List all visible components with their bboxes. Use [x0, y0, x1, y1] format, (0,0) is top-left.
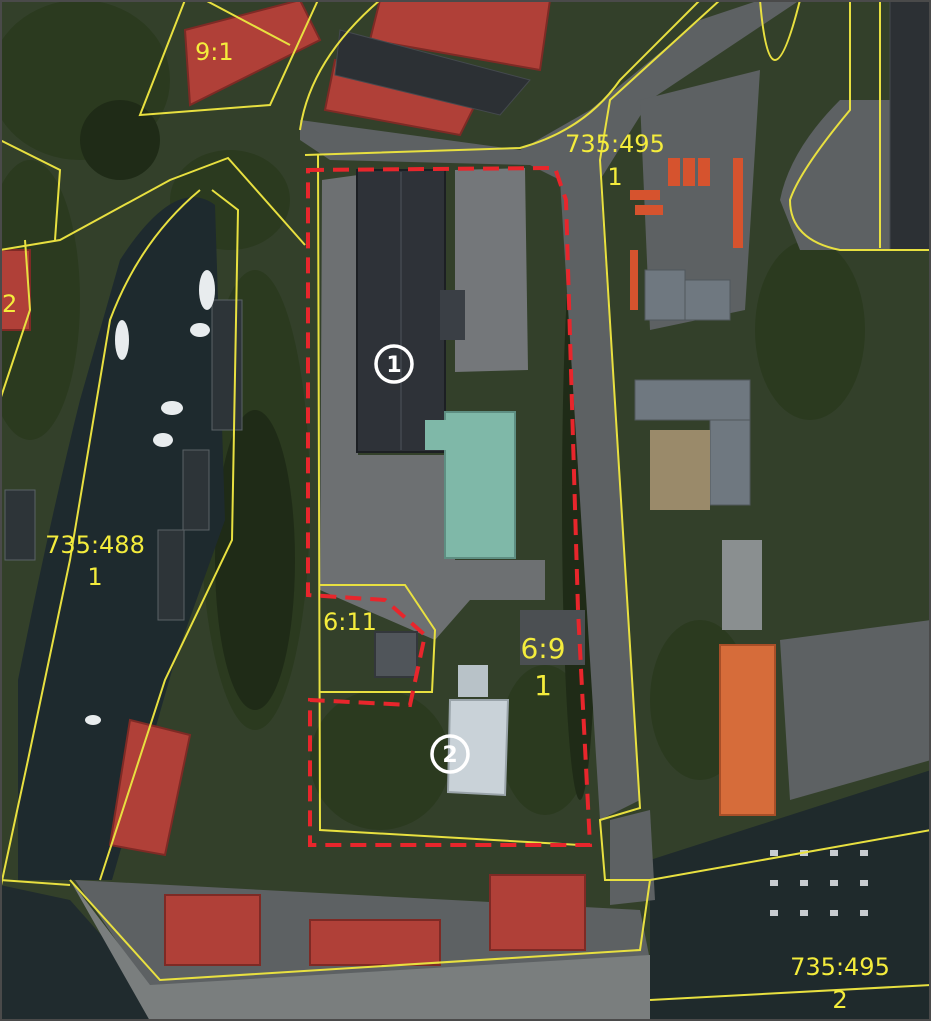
- parking-lot: [455, 168, 528, 372]
- teal-building: [444, 411, 516, 559]
- parcel-edge-left-label: 2: [2, 290, 17, 318]
- courtyard-paving: [320, 175, 545, 640]
- parcel-735-495-2-id: 735:495: [790, 953, 890, 981]
- canal-water: [18, 197, 225, 880]
- house-6-11: [374, 631, 418, 678]
- marker-2-label: 2: [442, 743, 457, 768]
- parcel-735-495-1-id: 735:495: [565, 130, 665, 158]
- parcel-735-495-1-unit: 1: [607, 163, 622, 191]
- water-bottom-left: [0, 885, 150, 1021]
- study-area-boundary: [306, 165, 593, 847]
- parcel-735-488-1-id: 735:488: [45, 531, 145, 559]
- marker-1: 1: [374, 344, 414, 384]
- sports-court: [722, 540, 762, 630]
- parcel-6-11-label: 6:11: [323, 608, 377, 636]
- canal-docks: [4, 299, 243, 621]
- playground: [650, 430, 710, 510]
- parcel-6-9-1-id: 6:9: [520, 632, 565, 665]
- orange-building: [719, 644, 776, 816]
- dark-roof-buildings: [334, 0, 931, 251]
- marker-1-label: 1: [386, 353, 401, 378]
- parking-bottom: [520, 610, 585, 665]
- red-roof-buildings: [0, 0, 586, 966]
- parcel-735-495-2-unit: 2: [832, 986, 847, 1014]
- grey-buildings: [634, 269, 751, 506]
- harbour-water: [650, 770, 931, 1021]
- parcel-6-9-1-unit: 1: [534, 669, 552, 702]
- boats: [85, 270, 215, 725]
- quay-edge: [70, 880, 650, 1021]
- marker-2: 2: [430, 734, 470, 774]
- parcel-9-1-label: 9:1: [195, 38, 234, 66]
- parcel-735-488-1-unit: 1: [87, 563, 102, 591]
- house-2: [446, 699, 510, 797]
- vehicles: [630, 158, 743, 310]
